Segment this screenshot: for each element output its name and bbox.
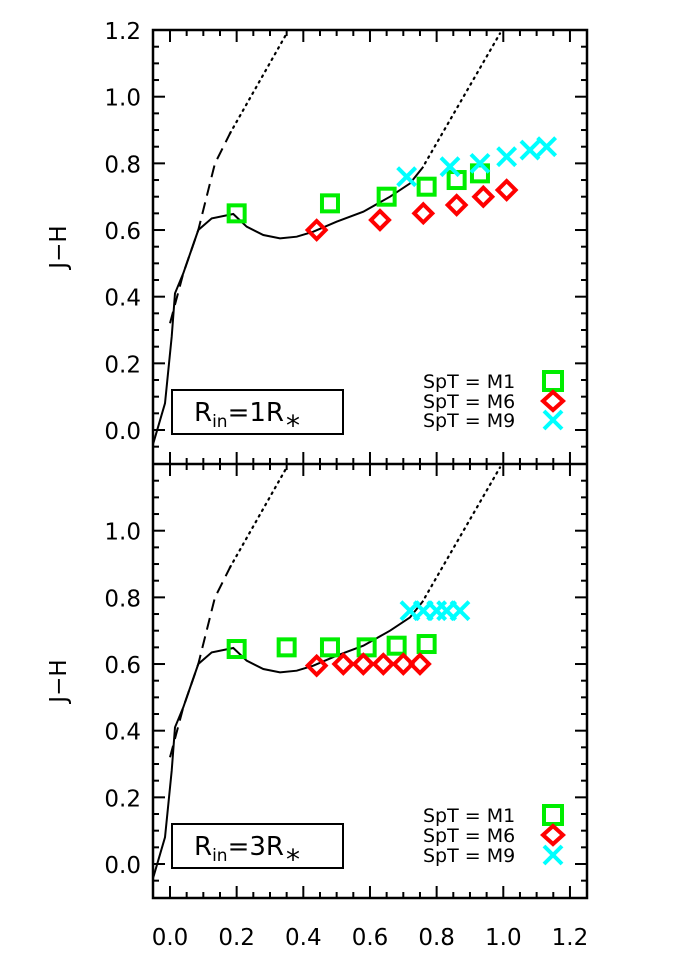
square-marker <box>276 637 297 658</box>
model-lines <box>153 466 502 878</box>
cross-marker <box>396 166 418 188</box>
solid-line <box>153 600 425 878</box>
legend-diamond-icon <box>540 823 566 847</box>
square-marker <box>416 634 437 655</box>
cross-marker <box>469 152 491 174</box>
legend-label: SpT = M6 <box>423 825 515 847</box>
annotation-equation: =1R <box>228 398 284 428</box>
cross-marker <box>449 600 471 622</box>
dashed-line <box>169 566 231 758</box>
legend-label: SpT = M1 <box>423 371 515 393</box>
annotation-box <box>171 823 344 869</box>
annotation-text: Rin=3R* <box>194 832 300 876</box>
y-tick-label: 1.0 <box>104 520 141 546</box>
cross-marker <box>536 136 558 158</box>
x-tick-label: 0.8 <box>418 925 455 951</box>
y-tick-label: 0.0 <box>104 853 141 879</box>
diamond-marker <box>304 218 329 242</box>
annotation-text: Rin=1R* <box>194 398 300 442</box>
diamond-marker <box>411 201 436 226</box>
y-tick-label: 0.2 <box>104 786 141 812</box>
diamond-marker <box>331 652 356 676</box>
cross-marker <box>496 146 518 168</box>
x-tick-labels: 0.0 0.2 0.4 0.6 0.8 1.0 1.2 <box>152 925 589 951</box>
y-tick-label: 1.2 <box>104 19 141 45</box>
annotation-subscript: in <box>212 412 228 432</box>
diamond-marker <box>351 652 376 676</box>
x-tick-label: 0.0 <box>152 925 189 951</box>
y-tick-label: 0.8 <box>104 152 141 178</box>
y-tick-label: 0.2 <box>104 352 141 378</box>
x-tick-label: 0.6 <box>352 925 389 951</box>
x-tick-label: 1.2 <box>552 925 589 951</box>
legend-label: SpT = M9 <box>423 845 515 867</box>
x-tick-label: 0.4 <box>285 925 322 951</box>
y-tick-label: 0.4 <box>104 720 141 746</box>
x-tick-label: 1.0 <box>485 925 522 951</box>
annotation-subscript: in <box>212 846 228 866</box>
square-marker <box>226 203 247 224</box>
square-marker <box>386 635 407 656</box>
legend-cross-icon <box>542 409 564 431</box>
square-marker <box>319 193 340 214</box>
legend-cross-icon <box>542 844 564 866</box>
y-tick-label: 0.8 <box>104 586 141 612</box>
diamond-marker <box>444 193 469 217</box>
y-axis-label: J−H <box>46 659 72 704</box>
y-tick-label: 0.4 <box>104 286 141 312</box>
dotted-line <box>423 466 502 599</box>
solid-line <box>153 166 425 444</box>
diamond-marker <box>408 652 432 676</box>
dotted-line <box>228 466 288 569</box>
diamond-marker <box>471 184 496 209</box>
cross-marker <box>439 156 461 178</box>
x-tick-label: 0.2 <box>218 925 255 951</box>
y-tick-label: 0.6 <box>104 219 141 245</box>
diamond-marker <box>371 652 396 676</box>
legend-label: SpT = M1 <box>423 805 515 827</box>
square-marker <box>356 637 377 658</box>
square-marker <box>376 186 397 207</box>
axes-frame <box>151 28 589 900</box>
legend-square-icon <box>542 804 564 826</box>
model-lines <box>153 32 502 444</box>
diamond-marker <box>304 653 329 678</box>
diamond-marker <box>368 208 392 232</box>
data-markers <box>226 136 558 242</box>
annotation-equation: =3R <box>228 832 284 862</box>
annotation-star: * <box>286 409 300 442</box>
annotation-star: * <box>286 843 300 876</box>
y-axis-label: J−H <box>46 225 72 270</box>
y-tick-label: 1.0 <box>104 86 141 112</box>
data-markers <box>226 600 471 678</box>
dotted-line <box>423 32 502 165</box>
dashed-line <box>169 132 231 324</box>
legend-label: SpT = M6 <box>423 391 515 413</box>
square-marker <box>226 639 247 660</box>
y-tick-label: 0.6 <box>104 653 141 679</box>
diamond-marker <box>494 178 519 202</box>
y-tick-label: 0.0 <box>104 419 141 445</box>
legend-square-icon <box>542 370 564 392</box>
annotation-base: R <box>194 832 212 862</box>
diamond-marker <box>391 652 416 676</box>
square-marker <box>319 637 340 658</box>
cross-marker <box>519 139 541 161</box>
legend-label: SpT = M9 <box>423 410 515 432</box>
square-marker <box>416 176 437 197</box>
annotation-base: R <box>194 398 212 428</box>
legend-diamond-icon <box>540 389 566 413</box>
annotation-box <box>171 389 344 435</box>
dotted-line <box>228 32 288 135</box>
